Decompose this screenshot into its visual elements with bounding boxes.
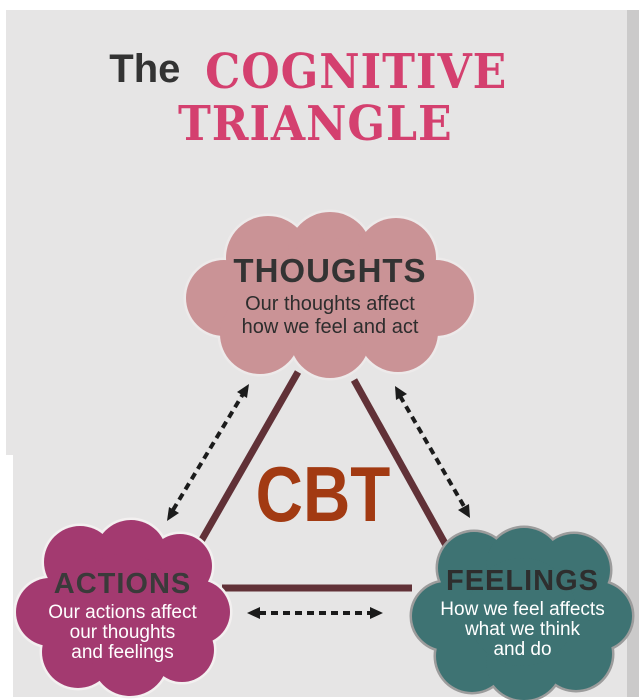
title-word-cognitive: COGNITIVE <box>205 44 508 100</box>
feelings-node: FEELINGS How we feel affects what we thi… <box>425 565 620 660</box>
title-line-1: The COGNITIVE <box>0 44 630 100</box>
right-edge-strip <box>627 10 639 697</box>
cbt-center-label: CBT <box>255 450 391 538</box>
title-prefix: The <box>109 47 181 91</box>
thoughts-label: THOUGHTS <box>233 252 427 289</box>
actions-label: ACTIONS <box>53 568 192 600</box>
arrowheads <box>167 384 470 619</box>
triangle-lines <box>192 370 456 592</box>
feelings-description: How we feel affects what we think and do <box>440 599 605 660</box>
thoughts-actions-arrow <box>171 392 245 512</box>
left-edge-notch <box>0 455 13 700</box>
thoughts-feelings-arrow <box>398 394 467 510</box>
actions-cloud <box>13 517 233 699</box>
feelings-cloud <box>409 525 635 700</box>
thoughts-cloud <box>183 209 477 381</box>
title-line-2: TRIANGLE <box>0 95 630 152</box>
actions-description: Our actions affect our thoughts and feel… <box>48 602 197 663</box>
thoughts-description: Our thoughts affect how we feel and act <box>241 293 419 338</box>
title-word-triangle: TRIANGLE <box>177 95 453 152</box>
page-title: The COGNITIVE TRIANGLE <box>0 44 630 152</box>
feelings-label: FEELINGS <box>445 565 599 597</box>
thoughts-node: THOUGHTS Our thoughts affect how we feel… <box>205 252 455 339</box>
feedback-arrows <box>171 392 467 615</box>
actions-node: ACTIONS Our actions affect our thoughts … <box>25 568 220 663</box>
